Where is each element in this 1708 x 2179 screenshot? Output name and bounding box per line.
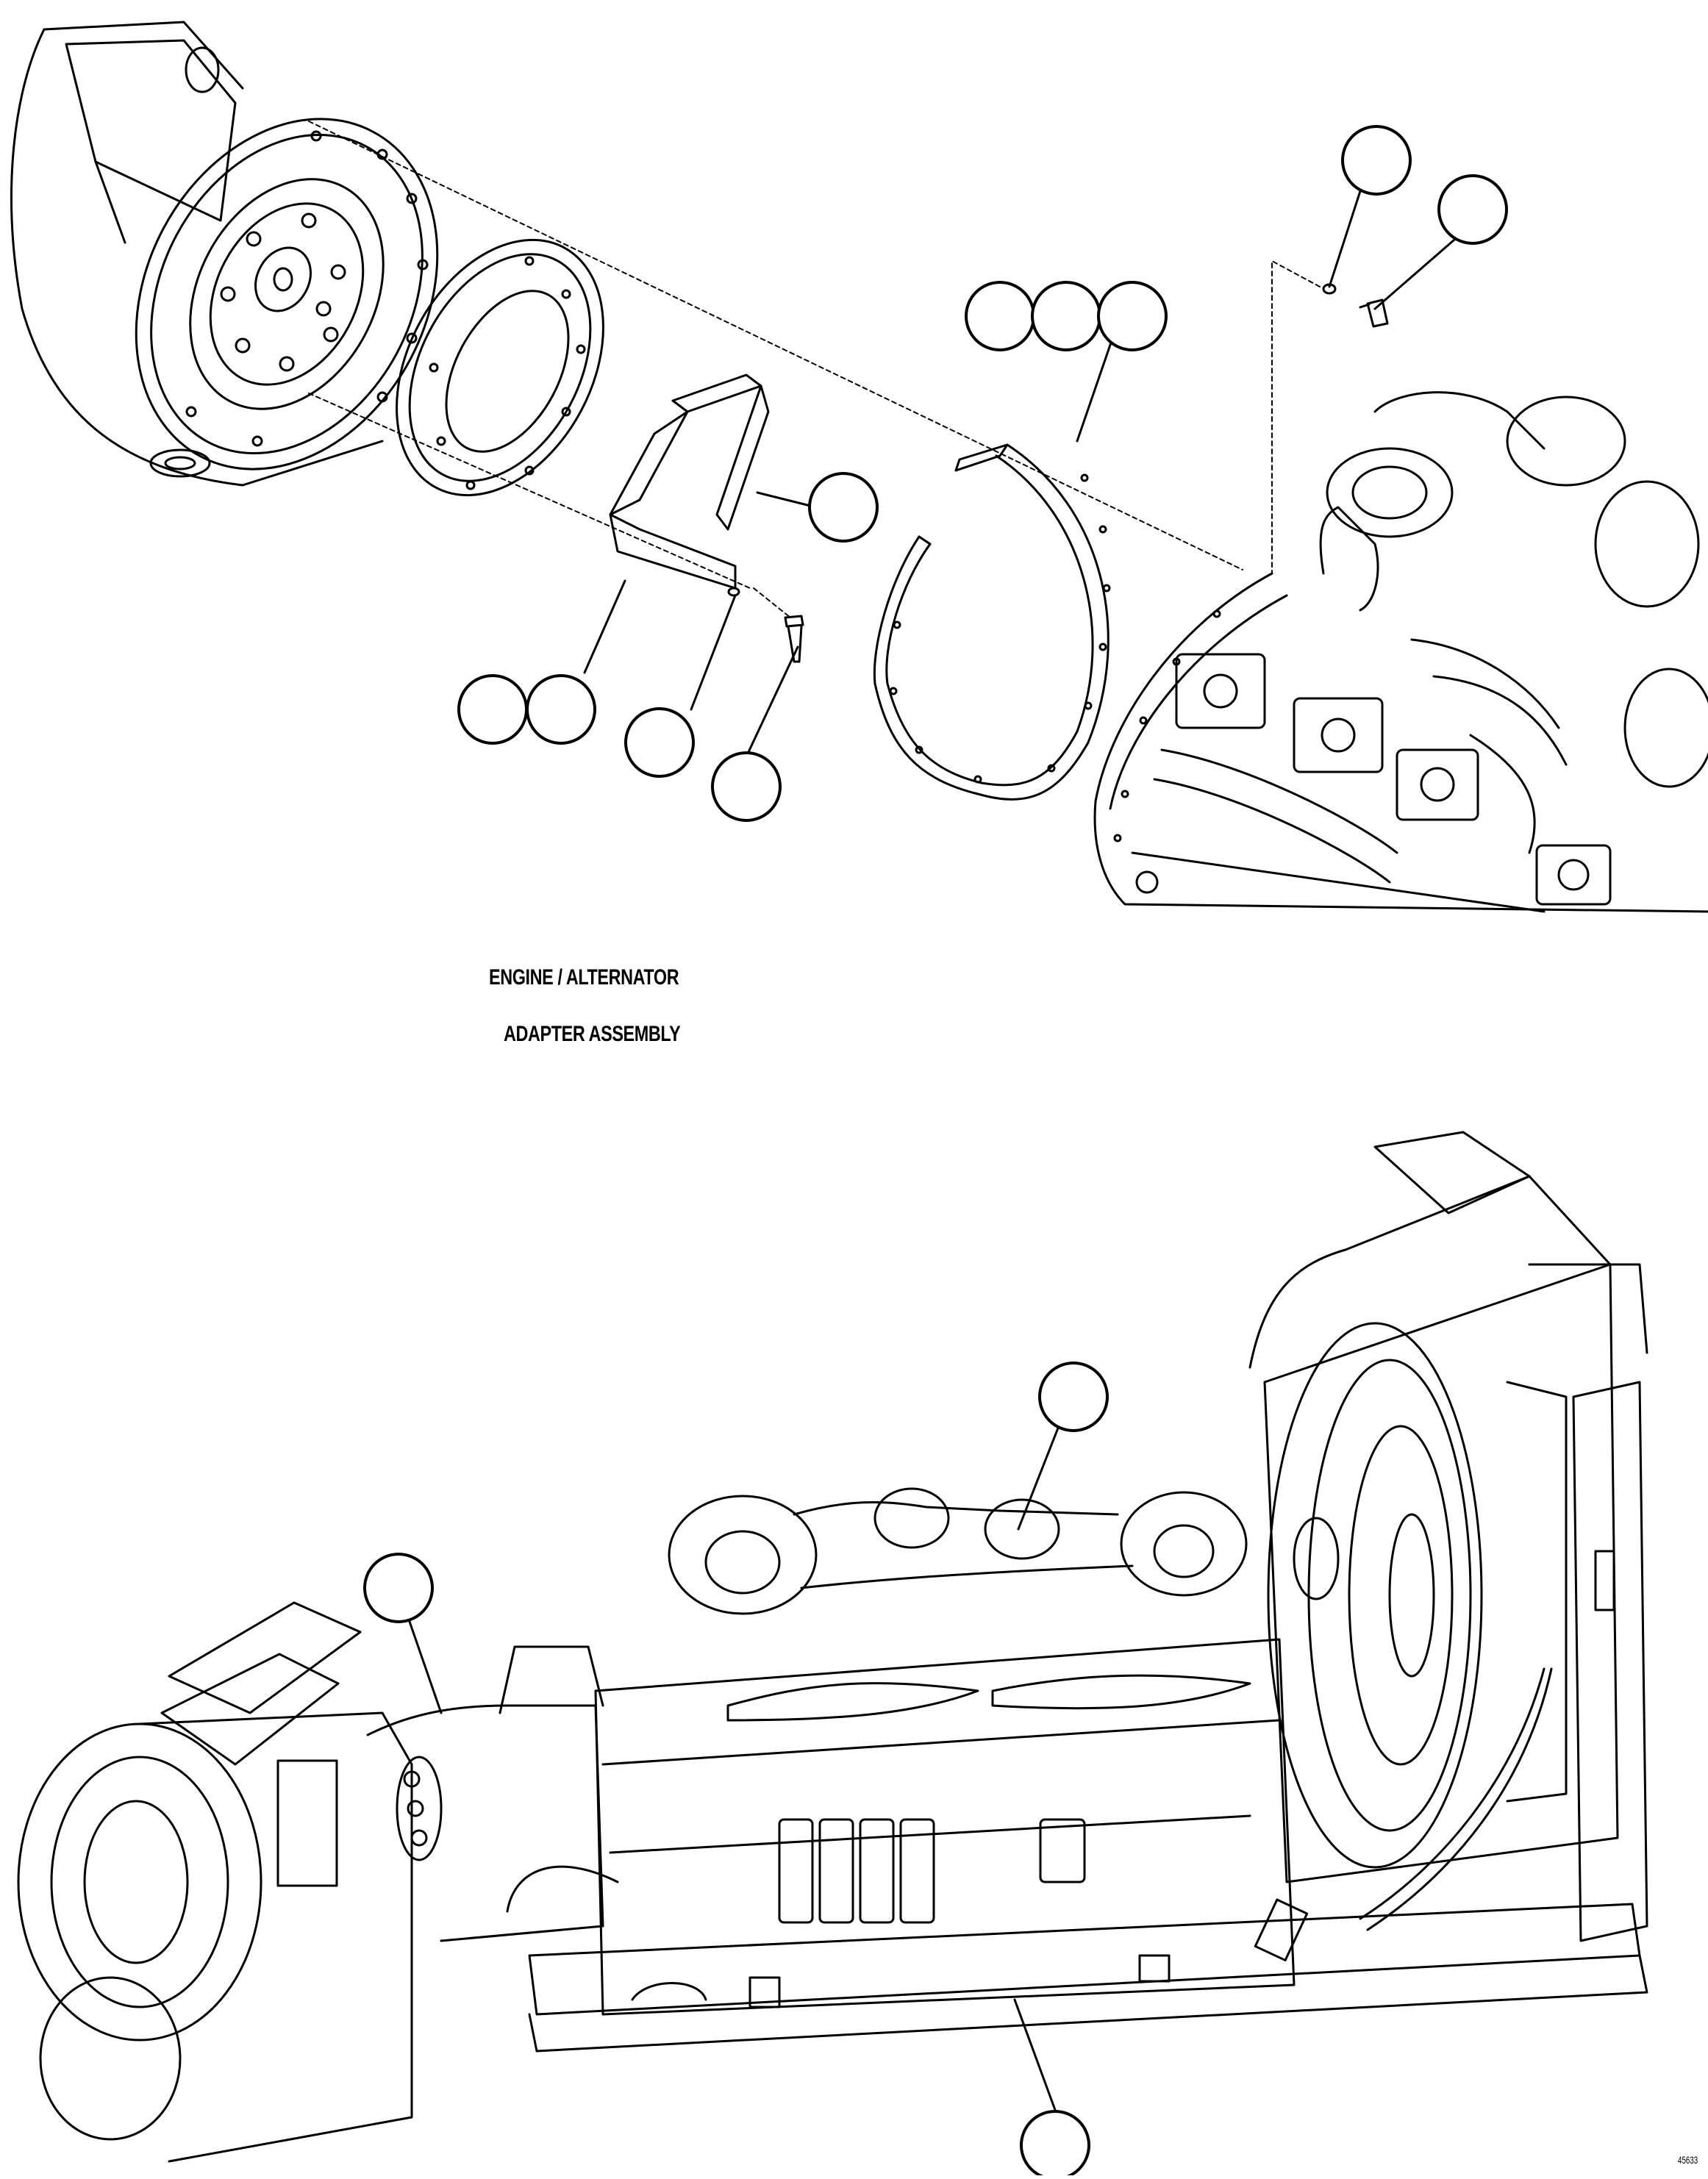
- engine-block-icon: [1093, 391, 1708, 913]
- gasket-icon: [873, 443, 1111, 801]
- bolt-icon: [784, 615, 804, 663]
- leader-lines-bottom: [407, 1425, 1060, 2111]
- caption-line-1: ENGINE / ALTERNATOR: [489, 965, 679, 990]
- caption-line-2: ADAPTER ASSEMBLY: [504, 1022, 681, 1046]
- alternator-nameplate-icon: [276, 1759, 338, 1887]
- bolt-icon-2: [1359, 298, 1389, 328]
- fan-icon: [1267, 1322, 1483, 1869]
- callout-circles-top: [457, 125, 1508, 822]
- shim-segments-icon: [609, 373, 770, 590]
- callout-circles-bottom: [363, 1362, 1109, 2179]
- adapter-ring-icon: [396, 238, 604, 497]
- leader-lines-top: [583, 190, 1461, 766]
- washer-icon: [727, 587, 740, 597]
- alignment-lines: [308, 121, 1321, 618]
- alternator-housing-icon: [10, 21, 439, 487]
- generator-set-icon: [17, 1131, 1648, 2163]
- figure-number: 45633: [1678, 2154, 1698, 2166]
